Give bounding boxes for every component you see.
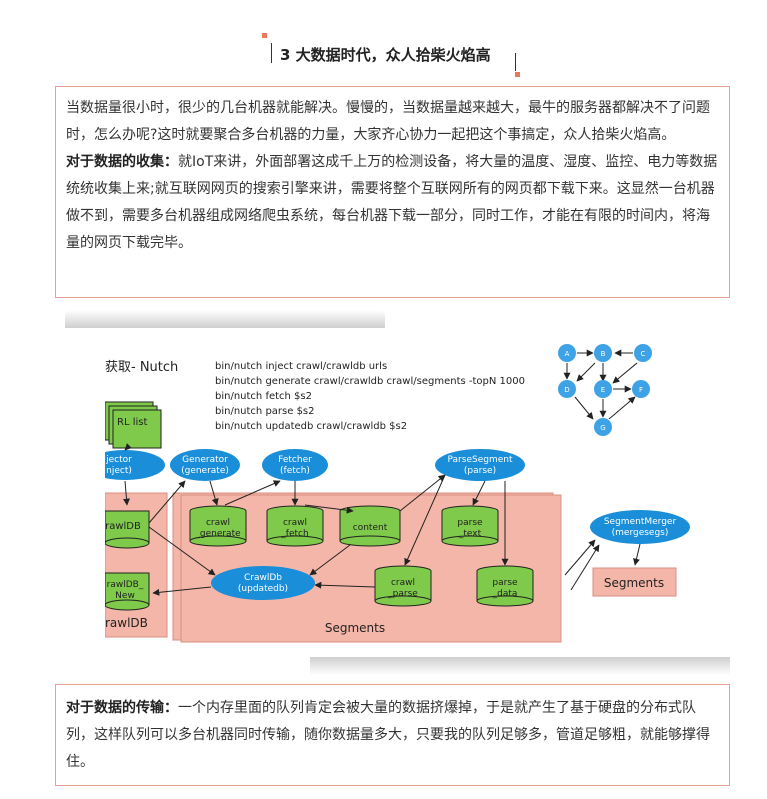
- diagram-title: 获取- Nutch: [105, 360, 178, 375]
- crawldb-cylinder: rawlDB: [105, 510, 150, 549]
- svg-text:_text: _text: [458, 529, 482, 539]
- nutch-diagram-svg: Segments 获取- Nutch bin/nutch inject craw…: [105, 344, 690, 643]
- corner-mark: [515, 72, 520, 77]
- parse-segment-node: [435, 449, 525, 481]
- svg-text:_parse: _parse: [387, 589, 418, 599]
- section-heading: 3 大数据时代，众人拾柴火焰高: [262, 33, 520, 77]
- svg-text:crawl: crawl: [206, 518, 230, 528]
- parse-text-cylinder: parse _text: [441, 505, 499, 547]
- command-line: bin/nutch generate crawl/crawldb crawl/s…: [215, 376, 525, 387]
- crawl-parse-cylinder: crawl _parse: [374, 565, 432, 607]
- transfer-lead: 对于数据的传输：: [66, 700, 178, 716]
- intro-box: 当数据量很小时，很少的几台机器就能解决。慢慢的，当数据量越来越大，最牛的服务器都…: [55, 86, 730, 298]
- svg-text:nject): nject): [106, 466, 132, 476]
- transfer-paragraph: 对于数据的传输：一个内存里面的队列肯定会被大量的数据挤爆掉，于是就产生了基于硬盘…: [66, 695, 719, 776]
- svg-text:content: content: [353, 523, 388, 533]
- url-list-doc: [112, 409, 162, 449]
- parse-data-cylinder: parse _data: [476, 565, 534, 607]
- svg-text:SegmentMerger: SegmentMerger: [604, 517, 677, 527]
- svg-text:Fetcher: Fetcher: [278, 455, 312, 465]
- section-title: 3 大数据时代，众人拾柴火焰高: [280, 46, 491, 64]
- collection-paragraph: 对于数据的收集：就IoT来讲，外面部署这成千上万的检测设备，将大量的温度、湿度、…: [66, 149, 719, 257]
- crawldb-update-node: [211, 566, 315, 600]
- content-cylinder: content: [339, 505, 401, 547]
- svg-text:ParseSegment: ParseSegment: [448, 455, 513, 465]
- svg-text:_data: _data: [492, 589, 518, 599]
- command-line: bin/nutch inject crawl/crawldb urls: [215, 361, 387, 372]
- url-list-label: RL list: [117, 417, 147, 428]
- svg-text:E: E: [601, 386, 605, 394]
- svg-text:Generator: Generator: [182, 455, 228, 465]
- svg-text:(fetch): (fetch): [280, 466, 310, 476]
- generator-node: [170, 449, 240, 481]
- nutch-figure: Segments 获取- Nutch bin/nutch inject craw…: [55, 310, 740, 675]
- svg-text:parse: parse: [492, 578, 518, 588]
- crawl-generate-cylinder: crawl _generate: [189, 505, 247, 547]
- svg-text:F: F: [639, 386, 643, 394]
- collection-lead: 对于数据的收集：: [66, 154, 178, 170]
- transfer-box: 对于数据的传输：一个内存里面的队列肯定会被大量的数据挤爆掉，于是就产生了基于硬盘…: [55, 684, 730, 786]
- svg-text:parse: parse: [457, 518, 483, 528]
- injector-node: [105, 450, 165, 480]
- intro-paragraph: 当数据量很小时，很少的几台机器就能解决。慢慢的，当数据量越来越大，最牛的服务器都…: [66, 100, 710, 143]
- fetcher-node: [262, 449, 328, 481]
- crawl-fetch-cylinder: crawl _fetch: [266, 505, 324, 547]
- svg-text:rawlDB_: rawlDB_: [107, 580, 144, 590]
- crawldb-label: rawlDB: [105, 616, 148, 630]
- svg-text:B: B: [601, 350, 606, 358]
- svg-text:jector: jector: [105, 455, 132, 465]
- svg-text:(mergesegs): (mergesegs): [612, 528, 669, 538]
- figure-shadow: [65, 310, 385, 328]
- transfer-body: 一个内存里面的队列肯定会被大量的数据挤爆掉，于是就产生了基于硬盘的分布式队列，这…: [66, 700, 710, 770]
- nutch-diagram: Segments 获取- Nutch bin/nutch inject craw…: [105, 335, 740, 653]
- command-line: bin/nutch updatedb crawl/crawldb $s2: [215, 421, 407, 432]
- command-line: bin/nutch fetch $s2: [215, 391, 312, 402]
- svg-text:_fetch: _fetch: [280, 529, 308, 539]
- svg-text:D: D: [564, 386, 569, 394]
- segments-label: Segments: [325, 621, 385, 635]
- svg-text:A: A: [565, 350, 570, 358]
- collection-body: 就IoT来讲，外面部署这成千上万的检测设备，将大量的温度、湿度、监控、电力等数据…: [66, 154, 718, 251]
- heading-bar: [271, 43, 272, 63]
- segments-box-label: Segments: [604, 576, 664, 590]
- segments-box: [592, 567, 677, 597]
- crawldb-new-cylinder: rawlDB_ New: [105, 572, 150, 611]
- svg-text:rawlDB: rawlDB: [105, 521, 141, 532]
- command-line: bin/nutch parse $s2: [215, 406, 315, 417]
- svg-text:New: New: [115, 591, 135, 601]
- figure-shadow: [310, 657, 730, 675]
- svg-text:(parse): (parse): [464, 466, 496, 476]
- svg-text:(generate): (generate): [181, 466, 229, 476]
- svg-text:(updatedb): (updatedb): [238, 584, 288, 594]
- svg-text:crawl: crawl: [283, 518, 307, 528]
- svg-text:G: G: [600, 424, 605, 432]
- segment-merger-node: [590, 510, 690, 544]
- graph-nodes: [558, 344, 652, 436]
- corner-mark: [262, 33, 267, 38]
- svg-text:crawl: crawl: [391, 578, 415, 588]
- heading-bar: [515, 53, 516, 71]
- svg-text:CrawlDb: CrawlDb: [244, 573, 282, 583]
- graph-node-labels: A B C D E F G: [564, 350, 645, 432]
- svg-text:_generate: _generate: [194, 529, 241, 539]
- flow-arrows: [122, 443, 641, 596]
- graph-edges: [563, 349, 638, 420]
- svg-text:C: C: [641, 350, 646, 358]
